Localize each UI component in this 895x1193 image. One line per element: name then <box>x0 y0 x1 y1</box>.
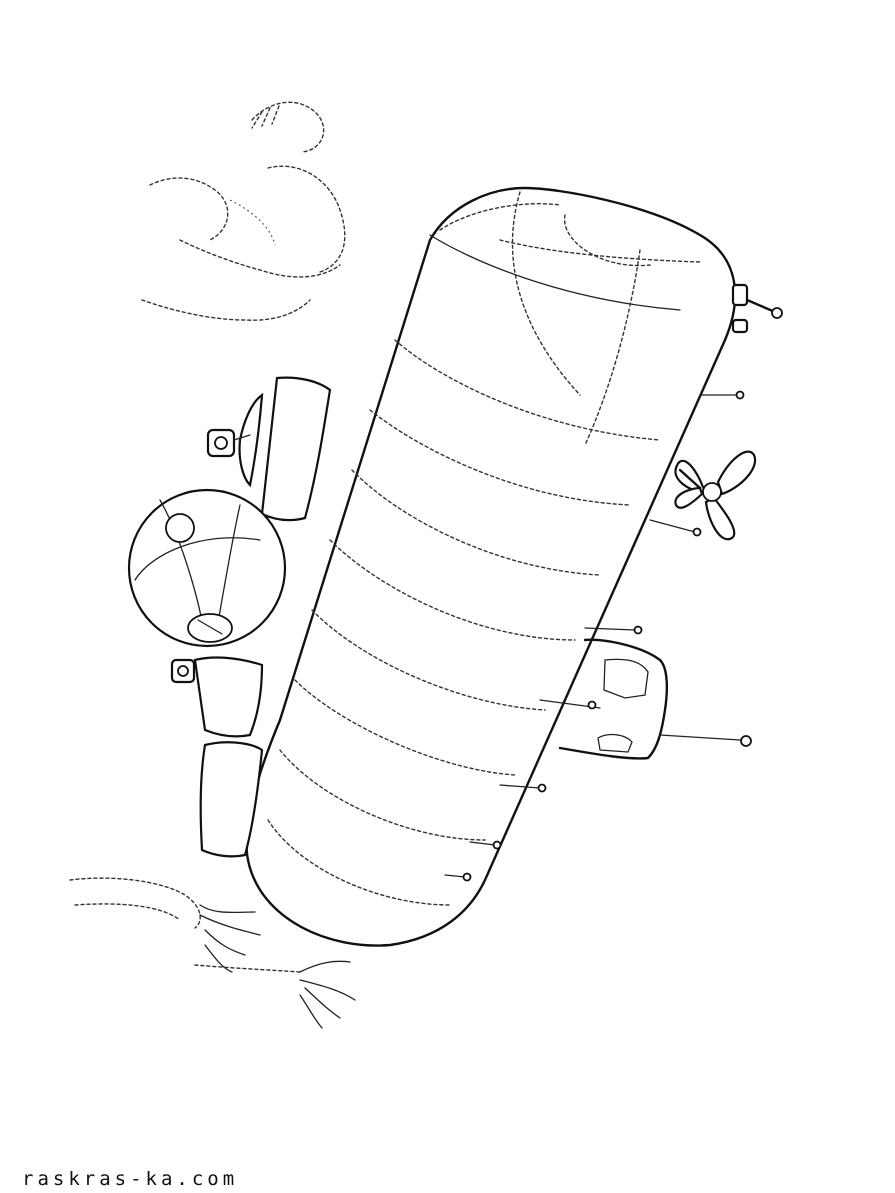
watermark-text: raskras-ka.com <box>22 1168 239 1190</box>
fish-drawing <box>141 101 346 321</box>
hull-struts <box>444 390 745 882</box>
observation-sphere <box>127 488 287 648</box>
bathyscaphe-hull <box>245 186 737 947</box>
nose-probe <box>731 283 783 334</box>
lower-module <box>170 656 264 858</box>
squid-drawing <box>69 877 356 1029</box>
conning-tower <box>206 376 332 522</box>
ballast-box <box>539 638 752 760</box>
propeller <box>674 450 757 541</box>
